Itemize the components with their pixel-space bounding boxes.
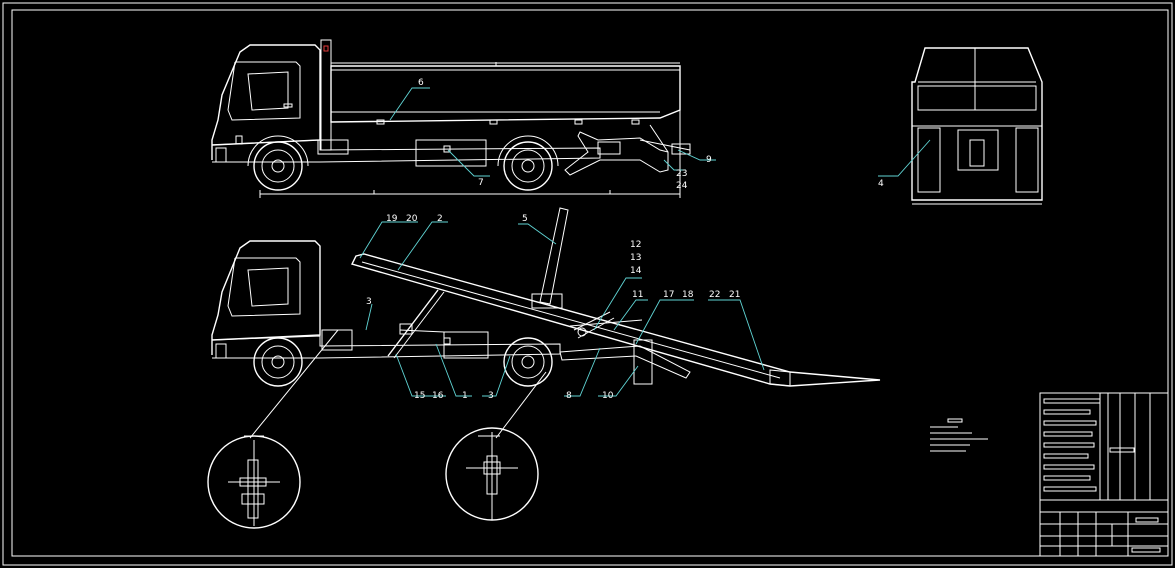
part-number-labels: 6 7 9 23 24 4 19 20 2 5 12 13 14 11 17 1… xyxy=(366,78,884,401)
label-part-3-upper: 3 xyxy=(366,297,372,307)
label-part-18: 18 xyxy=(682,290,694,300)
technical-notes xyxy=(930,418,988,452)
label-part-22: 22 xyxy=(709,290,720,300)
label-part-15: 15 xyxy=(414,391,425,401)
truck-side-view-bottom xyxy=(211,207,881,439)
title-block xyxy=(1039,392,1169,557)
label-part-2: 2 xyxy=(437,214,443,224)
label-part-23: 23 xyxy=(676,169,687,179)
label-part-17: 17 xyxy=(663,290,674,300)
label-part-21: 21 xyxy=(729,290,740,300)
label-part-19: 19 xyxy=(386,214,398,224)
detail-view-left xyxy=(207,435,301,529)
label-part-24: 24 xyxy=(676,181,688,191)
label-part-6: 6 xyxy=(418,78,424,88)
label-part-14: 14 xyxy=(630,266,642,276)
leader-lines xyxy=(359,87,931,397)
label-part-20: 20 xyxy=(406,214,418,224)
label-part-1: 1 xyxy=(462,391,468,401)
label-part-13: 13 xyxy=(630,253,641,263)
label-part-4: 4 xyxy=(878,179,884,189)
label-part-5: 5 xyxy=(522,214,528,224)
label-part-9: 9 xyxy=(706,155,712,165)
label-part-8: 8 xyxy=(566,391,572,401)
label-part-3-lower: 3 xyxy=(488,391,494,401)
truck-side-view-top xyxy=(211,39,691,198)
detail-view-right xyxy=(445,427,539,521)
label-part-12: 12 xyxy=(630,240,641,250)
label-part-16: 16 xyxy=(432,391,444,401)
label-part-10: 10 xyxy=(602,391,614,401)
label-part-11: 11 xyxy=(632,290,643,300)
label-part-7: 7 xyxy=(478,178,484,188)
truck-rear-view xyxy=(911,47,1043,205)
